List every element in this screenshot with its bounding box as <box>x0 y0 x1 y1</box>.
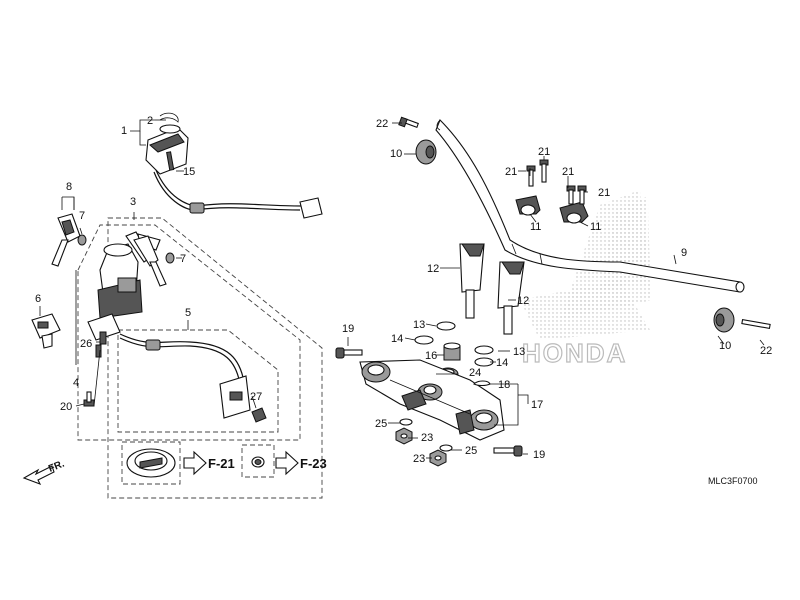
connector-clip[interactable] <box>251 407 267 423</box>
callout-19a[interactable]: 19 <box>342 323 354 335</box>
coupler-bracket[interactable] <box>31 313 61 349</box>
handlebar-riser-right[interactable] <box>497 261 525 335</box>
screw-26[interactable] <box>95 344 102 358</box>
callout-18[interactable]: 18 <box>498 379 510 391</box>
callout-4[interactable]: 4 <box>73 377 79 389</box>
fuel-cap-bolt-ref-box <box>241 444 275 478</box>
front-label: FR. <box>47 458 66 474</box>
callout-20[interactable]: 20 <box>60 401 72 413</box>
ignition-switch-group-outline <box>107 217 323 499</box>
callout-13b[interactable]: 13 <box>513 346 525 358</box>
callout-3[interactable]: 3 <box>130 196 136 208</box>
rubber-14a[interactable] <box>414 335 434 345</box>
holder-bolts[interactable] <box>526 159 587 205</box>
bar-end-screw-right[interactable] <box>741 318 771 330</box>
honda-watermark: HONDA <box>522 338 627 368</box>
key-blank-2[interactable] <box>133 235 167 287</box>
callout-21b[interactable]: 21 <box>538 146 550 158</box>
spring-clip[interactable] <box>159 112 179 123</box>
fuel-cap-bolt[interactable] <box>251 456 265 468</box>
handlebar-holder-left[interactable] <box>515 195 541 216</box>
callout-24[interactable]: 24 <box>469 367 481 379</box>
handlebar-holder-right[interactable] <box>559 201 589 224</box>
callout-25b[interactable]: 25 <box>465 445 477 457</box>
callout-19b[interactable]: 19 <box>533 449 545 461</box>
callout-22a[interactable]: 22 <box>376 118 388 130</box>
fuel-cap[interactable] <box>126 448 176 478</box>
pinch-bolt-right[interactable] <box>493 445 523 457</box>
callout-15[interactable]: 15 <box>183 166 195 178</box>
callout-labels: 1 2 3 4 5 6 7 7 8 9 10 10 11 11 12 12 13… <box>35 115 772 465</box>
wire-harness[interactable] <box>87 313 251 419</box>
washer-7a[interactable] <box>77 234 87 246</box>
bolt-20[interactable] <box>83 391 95 407</box>
callout-6[interactable]: 6 <box>35 293 41 305</box>
callout-10b[interactable]: 10 <box>719 340 731 352</box>
callout-23a[interactable]: 23 <box>421 432 433 444</box>
leader-lines <box>39 119 765 459</box>
top-bridge[interactable] <box>359 359 505 441</box>
callout-14b[interactable]: 14 <box>496 357 508 369</box>
diagram-code: MLC3F0700 <box>708 476 758 486</box>
callout-14a[interactable]: 14 <box>391 333 403 345</box>
bar-end-weight-right[interactable] <box>713 307 735 333</box>
bar-end-screw-left[interactable] <box>398 116 419 128</box>
washer-7b[interactable] <box>165 252 175 264</box>
callout-1[interactable]: 1 <box>121 125 127 137</box>
callout-27[interactable]: 27 <box>250 391 262 403</box>
callout-12b[interactable]: 12 <box>517 295 529 307</box>
callout-23b[interactable]: 23 <box>413 453 425 465</box>
honda-wing-watermark: HONDA <box>520 190 652 369</box>
nut-23b[interactable] <box>429 449 447 467</box>
collar-16[interactable] <box>443 342 461 361</box>
callout-12a[interactable]: 12 <box>427 263 439 275</box>
key-set-group-outline <box>77 224 301 441</box>
clip-18[interactable] <box>473 380 491 387</box>
ref-arrow-f21 <box>183 450 207 476</box>
callout-13a[interactable]: 13 <box>413 319 425 331</box>
callout-8[interactable]: 8 <box>66 181 72 193</box>
wire-harness-group-outline <box>117 329 279 433</box>
callout-17[interactable]: 17 <box>531 399 543 411</box>
bar-end-weight-left[interactable] <box>415 139 437 165</box>
handlebar[interactable] <box>435 119 745 293</box>
callout-26[interactable]: 26 <box>80 338 92 350</box>
washer-13a[interactable] <box>436 321 456 331</box>
switch-unit[interactable] <box>145 124 323 219</box>
front-direction-arrow: FR. <box>22 458 66 486</box>
washer-25b[interactable] <box>439 444 453 452</box>
callout-11b[interactable]: 11 <box>590 221 601 233</box>
callout-7a[interactable]: 7 <box>79 210 85 222</box>
callout-2[interactable]: 2 <box>147 115 153 127</box>
callout-25a[interactable]: 25 <box>375 418 387 430</box>
handlebar-riser-left[interactable] <box>459 243 485 319</box>
key-blank[interactable] <box>51 213 81 267</box>
callout-11a[interactable]: 11 <box>530 221 541 233</box>
callout-21a[interactable]: 21 <box>505 166 517 178</box>
pinch-bolt-left[interactable] <box>335 347 363 359</box>
fuel-cap-ref-box <box>121 441 181 485</box>
callout-5[interactable]: 5 <box>185 307 191 319</box>
nut-23a[interactable] <box>395 427 413 445</box>
callout-7b[interactable]: 7 <box>180 253 186 265</box>
callout-22b[interactable]: 22 <box>760 345 772 357</box>
callout-16[interactable]: 16 <box>425 350 437 362</box>
ref-arrow-f23 <box>275 450 299 476</box>
ref-f23[interactable]: F-23 <box>300 456 327 471</box>
callout-21c[interactable]: 21 <box>562 166 574 178</box>
callout-21d[interactable]: 21 <box>598 187 610 199</box>
washer-25a[interactable] <box>399 418 413 426</box>
ref-f21[interactable]: F-21 <box>208 456 235 471</box>
callout-10a[interactable]: 10 <box>390 148 402 160</box>
callout-9[interactable]: 9 <box>681 247 687 259</box>
ignition-switch[interactable] <box>97 231 161 319</box>
washer-13b[interactable] <box>474 345 494 355</box>
